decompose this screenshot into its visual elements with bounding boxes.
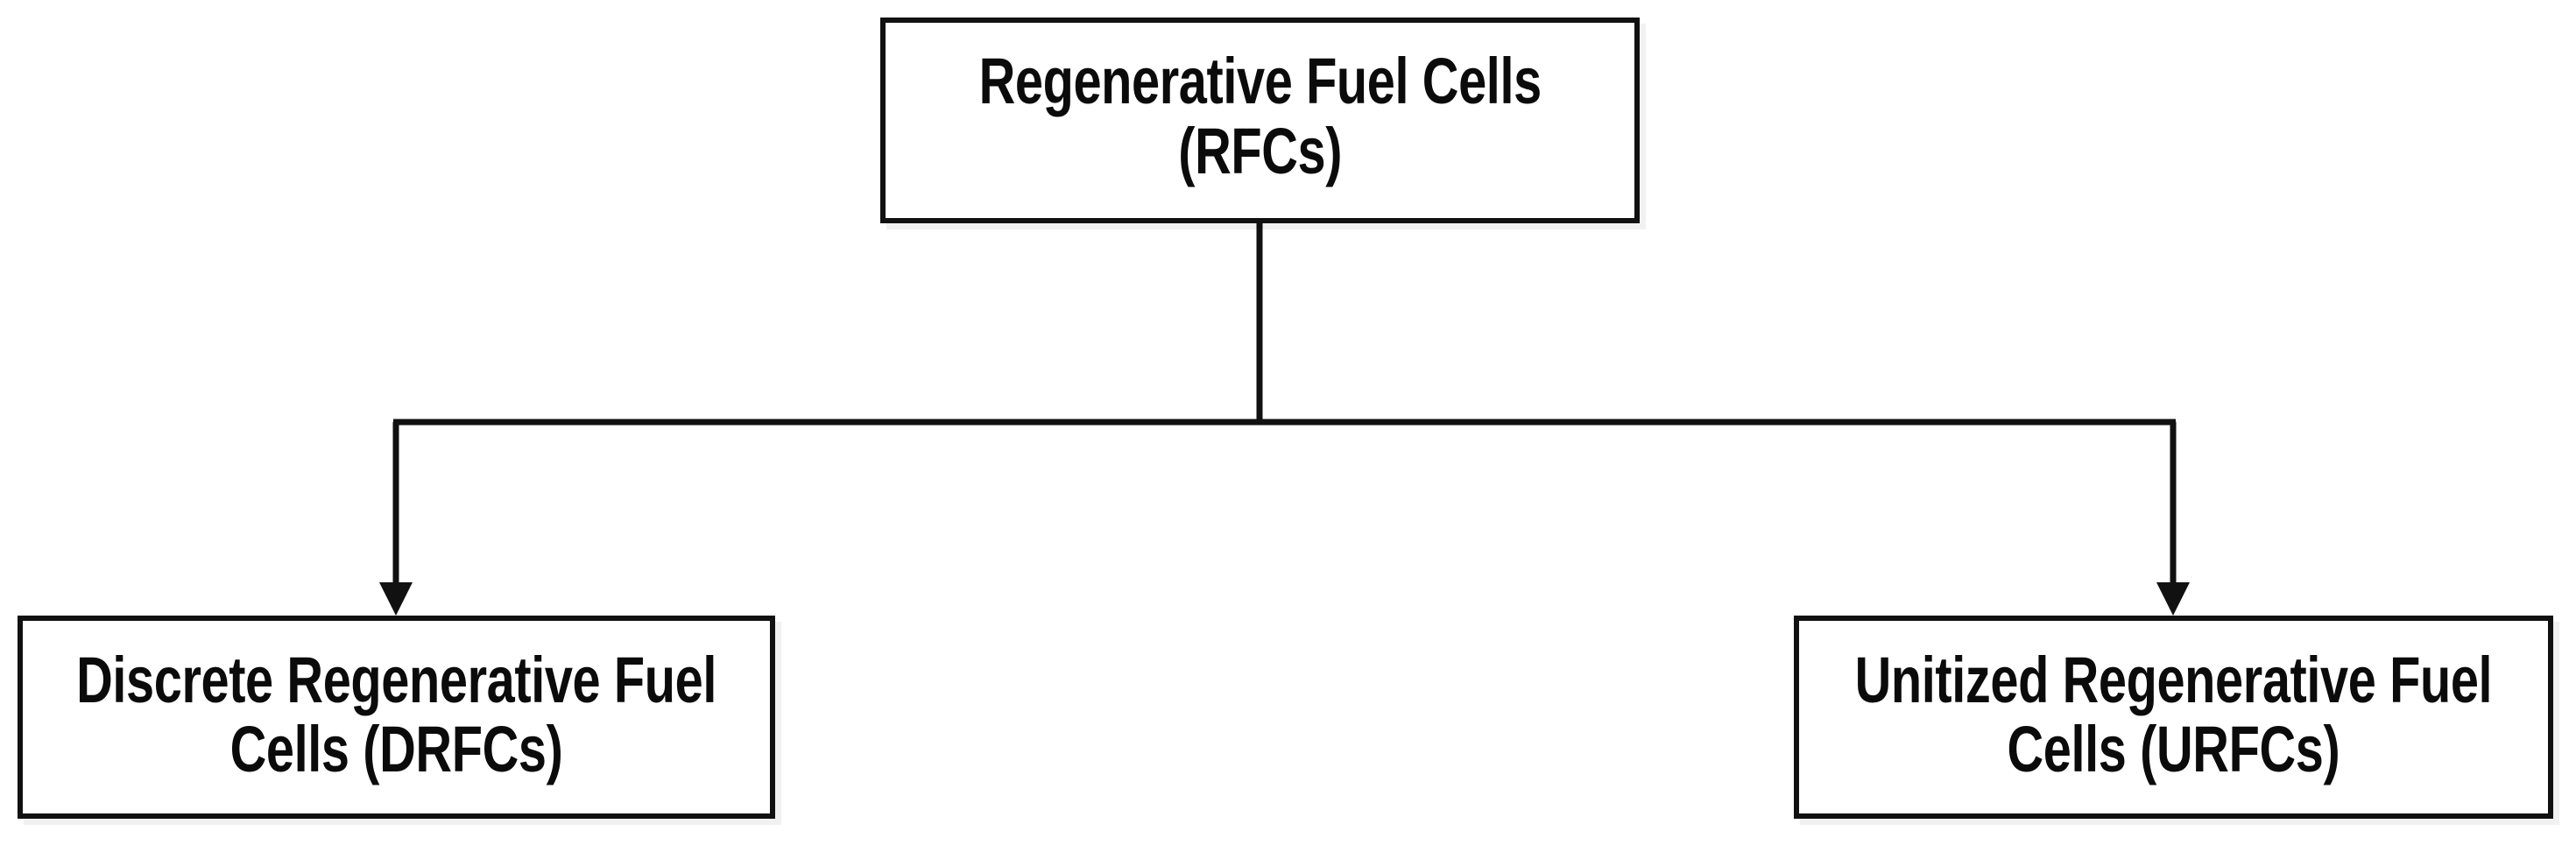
node-root-label-line1: Regenerative Fuel Cells (978, 45, 1542, 118)
node-urfc-label-line1: Unitized Regenerative Fuel (1854, 643, 2493, 716)
node-drfc-label-line1: Discrete Regenerative Fuel (76, 643, 716, 716)
node-root-label-line2: (RFCs) (1178, 114, 1342, 187)
node-drfc-label: Discrete Regenerative Fuel Cells (DRFCs) (76, 645, 716, 789)
node-discrete-regenerative-fuel-cells[interactable]: Discrete Regenerative Fuel Cells (DRFCs) (18, 616, 775, 819)
node-urfc-label-line2: Cells (URFCs) (2007, 713, 2340, 785)
node-urfc-label: Unitized Regenerative Fuel Cells (URFCs) (1855, 645, 2493, 789)
arrowhead-left-icon (379, 582, 413, 616)
node-unitized-regenerative-fuel-cells[interactable]: Unitized Regenerative Fuel Cells (URFCs) (1794, 616, 2553, 819)
node-root-label: Regenerative Fuel Cells (RFCs) (978, 45, 1542, 194)
arrowhead-right-icon (2156, 582, 2190, 616)
node-regenerative-fuel-cells[interactable]: Regenerative Fuel Cells (RFCs) (880, 18, 1640, 223)
node-drfc-label-line2: Cells (DRFCs) (229, 713, 563, 785)
